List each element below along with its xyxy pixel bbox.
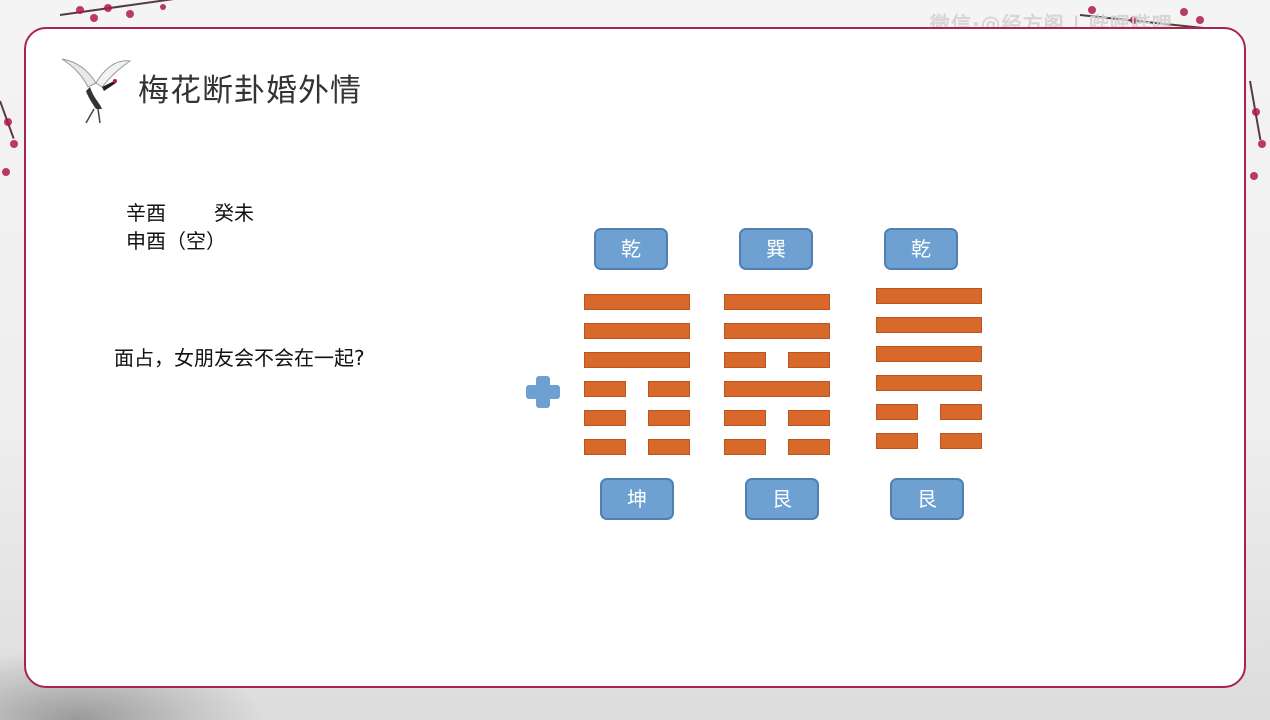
hexagram-3 xyxy=(876,288,982,462)
upper-trigram-label-3: 乾 xyxy=(884,228,958,270)
yin-line-segment xyxy=(648,381,690,397)
hexagram-2 xyxy=(724,294,830,468)
yang-line-segment xyxy=(584,323,690,339)
page-title: 梅花断卦婚外情 xyxy=(138,73,362,109)
yang-line-segment xyxy=(584,352,690,368)
yang-line-segment xyxy=(724,294,830,310)
yang-line xyxy=(876,317,982,333)
yang-line-segment xyxy=(724,323,830,339)
date-ganzhi-1: 辛酉 xyxy=(126,201,166,225)
crane-icon xyxy=(61,58,132,124)
yang-line xyxy=(724,294,830,310)
yang-line xyxy=(876,346,982,362)
yin-line-segment xyxy=(788,352,830,368)
yin-line-segment xyxy=(724,410,766,426)
yin-line xyxy=(584,381,690,397)
divination-question: 面占，女朋友会不会在一起? xyxy=(114,346,365,370)
yang-line-segment xyxy=(876,346,982,362)
lower-trigram-label-3: 艮 xyxy=(890,478,964,520)
upper-trigram-label-1: 乾 xyxy=(594,228,668,270)
lower-trigram-label-1: 坤 xyxy=(600,478,674,520)
moving-line-cross-icon xyxy=(526,376,560,408)
yang-line-segment xyxy=(876,288,982,304)
yin-line xyxy=(584,439,690,455)
hexagram-1 xyxy=(584,294,690,468)
yin-line-segment xyxy=(876,404,918,420)
void-branches: 申酉（空） xyxy=(126,229,226,253)
yin-line xyxy=(876,404,982,420)
yin-line-segment xyxy=(940,433,982,449)
yin-line-segment xyxy=(584,410,626,426)
yang-line xyxy=(584,352,690,368)
yin-line-segment xyxy=(584,381,626,397)
yin-line-segment xyxy=(648,439,690,455)
yang-line xyxy=(876,288,982,304)
yin-line-segment xyxy=(584,439,626,455)
yin-line-segment xyxy=(788,410,830,426)
yin-line xyxy=(584,410,690,426)
yin-line-segment xyxy=(940,404,982,420)
yin-line xyxy=(724,352,830,368)
lower-trigram-label-2: 艮 xyxy=(745,478,819,520)
yin-line-segment xyxy=(788,439,830,455)
yin-line-segment xyxy=(724,439,766,455)
yang-line-segment xyxy=(876,375,982,391)
yang-line xyxy=(724,381,830,397)
yang-line xyxy=(876,375,982,391)
yin-line xyxy=(724,410,830,426)
date-line-1: 辛酉 癸未 xyxy=(126,197,254,226)
upper-trigram-label-2: 巽 xyxy=(739,228,813,270)
yin-line xyxy=(724,439,830,455)
yin-line-segment xyxy=(876,433,918,449)
yang-line-segment xyxy=(584,294,690,310)
yang-line xyxy=(584,294,690,310)
yang-line xyxy=(584,323,690,339)
yang-line xyxy=(724,323,830,339)
yin-line-segment xyxy=(648,410,690,426)
yang-line-segment xyxy=(724,381,830,397)
date-ganzhi-2: 癸未 xyxy=(214,201,254,225)
yin-line xyxy=(876,433,982,449)
slide-panel: 梅花断卦婚外情 辛酉 癸未 申酉（空） 面占，女朋友会不会在一起? 乾 坤 巽 艮… xyxy=(24,27,1246,688)
yang-line-segment xyxy=(876,317,982,333)
yin-line-segment xyxy=(724,352,766,368)
